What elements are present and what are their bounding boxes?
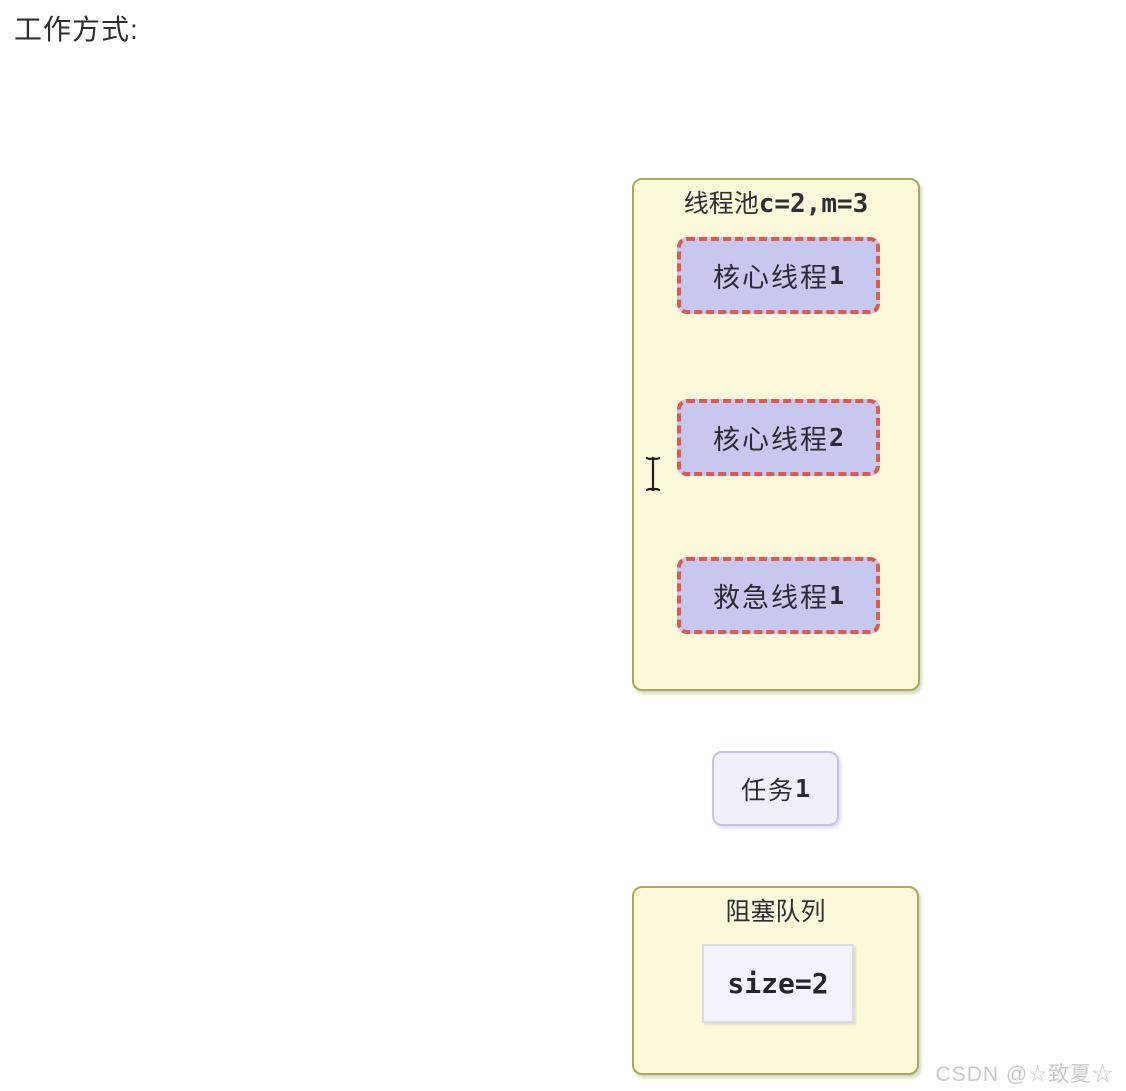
page-title: 工作方式: xyxy=(14,14,139,45)
watermark: CSDN @☆致夏☆ xyxy=(935,1063,1114,1086)
thread-pool-title: 线程池c=2,m=3 xyxy=(634,184,918,220)
core-thread-2-number: 2 xyxy=(828,423,845,452)
queue-size-label: size=2 xyxy=(727,967,829,1000)
core-thread-1-label: 核心线程 xyxy=(712,263,829,294)
queue-size-box: size=2 xyxy=(702,944,854,1023)
task-1-number: 1 xyxy=(794,774,811,803)
text-ibeam-cursor-icon xyxy=(644,456,662,492)
core-thread-1-number: 1 xyxy=(828,261,845,290)
thread-pool-title-code: c=2,m=3 xyxy=(758,189,869,219)
blocking-queue-box: 阻塞队列 size=2 xyxy=(632,886,919,1075)
emergency-thread-1-label: 救急线程 xyxy=(712,583,829,614)
task-1-label: 任务 xyxy=(740,775,795,805)
core-thread-2-label: 核心线程 xyxy=(712,425,829,456)
blocking-queue-title: 阻塞队列 xyxy=(725,897,826,926)
thread-pool-title-cjk: 线程池 xyxy=(683,189,759,218)
emergency-thread-1-number: 1 xyxy=(828,581,845,610)
